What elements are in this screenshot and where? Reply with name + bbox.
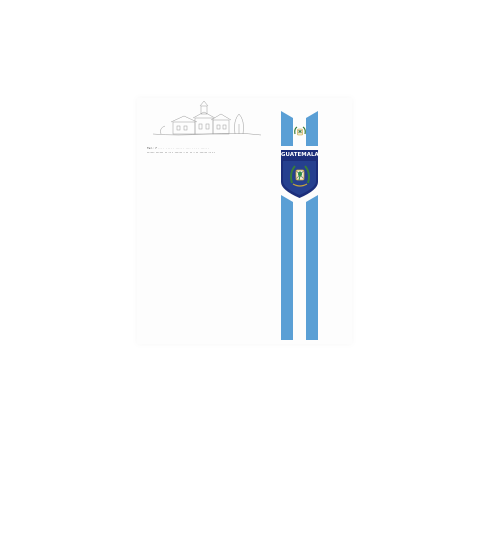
flag-stripes [281,111,318,340]
flag-bands [281,111,318,340]
contact-info: Tel.: 7 ··· · · ··· · ····· · ···· · ·· … [147,146,259,154]
country-label: GUATEMALA [281,152,319,158]
coat-of-arms-icon [293,126,306,136]
letterhead-page: Tel.: 7 ··· · · ··· · ····· · ···· · ·· … [137,98,352,344]
contact-line-2: ······ ······ ·· ·· · ······ · ·· ·· · ·… [147,150,215,154]
contact-line-1: Tel.: 7 ··· · · ··· · ····· · ···· · ·· … [147,146,210,150]
guatemala-shield: GUATEMALA [281,150,319,198]
quetzal-emblem-icon [289,165,310,187]
building-sketch-icon [152,100,262,136]
